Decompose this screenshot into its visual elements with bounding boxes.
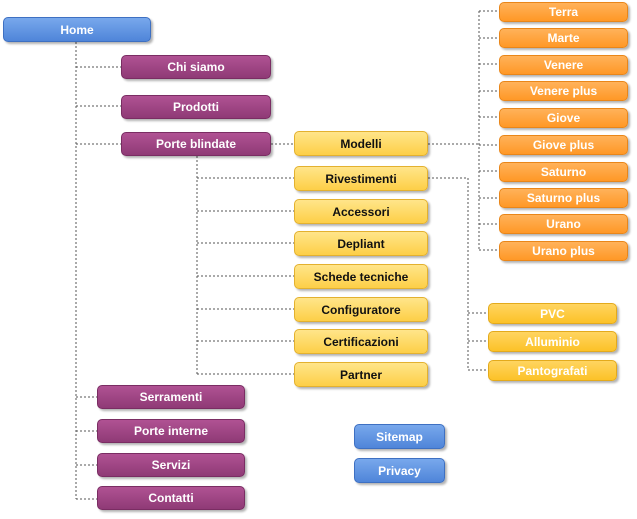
porte-interne-link[interactable]: Porte interne (97, 419, 245, 443)
modello-saturno-link[interactable]: Saturno (499, 162, 628, 182)
accessori-link[interactable]: Accessori (294, 199, 428, 224)
modello-terra-link[interactable]: Terra (499, 2, 628, 22)
modello-venere-plus-link[interactable]: Venere plus (499, 81, 628, 101)
depliant-link[interactable]: Depliant (294, 231, 428, 256)
modello-giove-plus-link[interactable]: Giove plus (499, 135, 628, 155)
home-link[interactable]: Home (3, 17, 151, 42)
modello-venere-link[interactable]: Venere (499, 55, 628, 75)
modello-urano-link[interactable]: Urano (499, 214, 628, 234)
rivestimenti-link[interactable]: Rivestimenti (294, 166, 428, 191)
modello-saturno-plus-link[interactable]: Saturno plus (499, 188, 628, 208)
chi-siamo-link[interactable]: Chi siamo (121, 55, 271, 79)
rivestimento-pvc-link[interactable]: PVC (488, 303, 617, 324)
modello-urano-plus-link[interactable]: Urano plus (499, 241, 628, 261)
partner-link[interactable]: Partner (294, 362, 428, 387)
schede-tecniche-link[interactable]: Schede tecniche (294, 264, 428, 289)
configuratore-link[interactable]: Configuratore (294, 297, 428, 322)
modello-giove-link[interactable]: Giove (499, 108, 628, 128)
servizi-link[interactable]: Servizi (97, 453, 245, 477)
prodotti-link[interactable]: Prodotti (121, 95, 271, 119)
serramenti-link[interactable]: Serramenti (97, 385, 245, 409)
porte-blindate-link[interactable]: Porte blindate (121, 132, 271, 156)
certificazioni-link[interactable]: Certificazioni (294, 329, 428, 354)
privacy-link[interactable]: Privacy (354, 458, 445, 483)
contatti-link[interactable]: Contatti (97, 486, 245, 510)
rivestimento-pantografati-link[interactable]: Pantografati (488, 360, 617, 381)
modelli-link[interactable]: Modelli (294, 131, 428, 156)
sitemap-link[interactable]: Sitemap (354, 424, 445, 449)
rivestimento-alluminio-link[interactable]: Alluminio (488, 331, 617, 352)
modello-marte-link[interactable]: Marte (499, 28, 628, 48)
